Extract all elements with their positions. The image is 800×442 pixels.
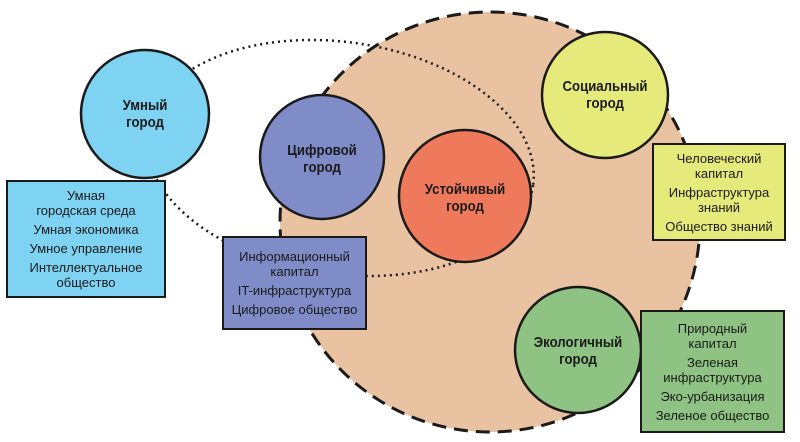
sustainable-city-title-line2: город xyxy=(446,198,484,215)
sustainable-city-label: Устойчивый город xyxy=(412,174,518,222)
sustainable-city-circle xyxy=(397,128,533,264)
digital-city-title-line2: город xyxy=(303,159,341,176)
digital-city-label: Цифровой город xyxy=(278,135,366,183)
ecological-city-title-line1: Экологичный xyxy=(533,334,623,351)
ecological-city-title-line2: город xyxy=(559,351,597,368)
smart-city-title-line2: город xyxy=(126,114,164,131)
smart-box-item: Умная экономика xyxy=(33,222,139,237)
digital-box-item: Цифровое общество xyxy=(231,302,358,317)
social-city-title-line2: город xyxy=(586,95,624,112)
ecological-box-item: Эко-урбанизация xyxy=(660,388,765,404)
social-city-title-line1: Социальный xyxy=(562,78,648,95)
ecological-box-item: Зеленое общество xyxy=(655,407,770,423)
sustainable-city-title-line1: Устойчивый xyxy=(424,181,506,198)
smart-box-item: Умное управление xyxy=(29,241,143,256)
smart-city-title-line1: Умный xyxy=(122,97,168,114)
ecological-city-label: Экологичный город xyxy=(521,327,635,375)
digital-city-title-line1: Цифровой xyxy=(287,142,357,159)
smart-city-label: Умный город xyxy=(101,90,189,138)
social-city-circle xyxy=(540,30,670,160)
social-city-label: Социальный город xyxy=(552,71,658,119)
smart-city-circle xyxy=(79,48,211,180)
digital-box-item: IT-инфраструктура xyxy=(237,283,352,298)
digital-city-circle xyxy=(258,93,386,221)
social-box-item: Общество знаний xyxy=(665,218,773,234)
